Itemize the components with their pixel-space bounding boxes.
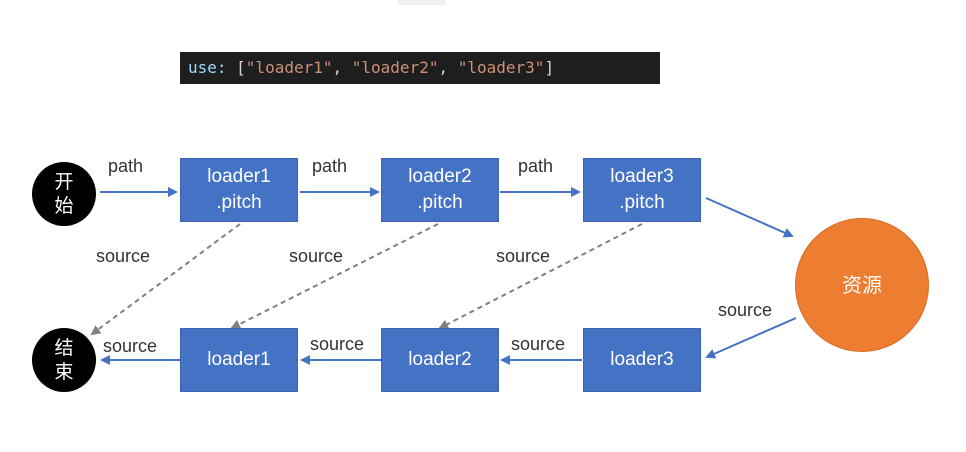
- loader2-pitch-box: loader2 .pitch: [381, 158, 499, 222]
- start-char-1: 开: [54, 171, 74, 193]
- loader2-pitch-name: loader2: [408, 166, 472, 187]
- arrow-resource-to-loader3: [705, 317, 797, 359]
- end-node: 结 束: [32, 328, 96, 392]
- source-label-bottom-1: source: [103, 336, 158, 356]
- loader3-name: loader3: [610, 349, 674, 370]
- arrow-pitch3-to-resource: [705, 197, 794, 238]
- resource-node: 资源: [795, 218, 929, 352]
- loader1-pitch-box: loader1 .pitch: [180, 158, 298, 222]
- top-strip: [0, 0, 460, 6]
- path-label-3: path: [518, 156, 554, 176]
- end-char-2: 束: [54, 361, 74, 383]
- path-label-1: path: [108, 156, 144, 176]
- source-label-bottom-2: source: [310, 334, 365, 354]
- source-label-dashed-3: source: [496, 246, 551, 266]
- source-label-dashed-2: source: [289, 246, 344, 266]
- loader2-box: loader2: [381, 328, 499, 392]
- code-item-2: "loader2": [351, 58, 439, 77]
- loader1-box: loader1: [180, 328, 298, 392]
- start-char-2: 始: [54, 195, 74, 217]
- loader3-pitch-name: loader3: [610, 166, 674, 187]
- loader3-pitch-box: loader3 .pitch: [583, 158, 701, 222]
- source-label-bottom-3: source: [511, 334, 566, 354]
- loader3-box: loader3: [583, 328, 701, 392]
- end-char-1: 结: [54, 337, 74, 359]
- dashed-pitch2-to-loader1: [230, 223, 439, 329]
- code-snippet: use: ["loader1", "loader2", "loader3"]: [180, 52, 660, 84]
- code-bracket-close: ]: [544, 58, 555, 77]
- resource-label: 资源: [842, 273, 882, 297]
- dashed-pitch3-to-loader2: [438, 223, 643, 329]
- loader1-pitch-suffix: .pitch: [216, 192, 262, 213]
- code-sep-2: ,: [438, 58, 458, 77]
- source-label-resource: source: [718, 300, 773, 320]
- code-item-1: "loader1": [245, 58, 333, 77]
- loader3-pitch-suffix: .pitch: [619, 192, 665, 213]
- dashed-pitch1-to-end: [90, 223, 241, 336]
- code-keyword: use:: [188, 58, 227, 77]
- inline-code-chip: [398, 0, 446, 5]
- loader1-pitch-name: loader1: [207, 166, 271, 187]
- loader1-name: loader1: [207, 349, 271, 370]
- path-label-2: path: [312, 156, 348, 176]
- source-label-dashed-1: source: [96, 246, 151, 266]
- loader2-name: loader2: [408, 349, 472, 370]
- code-bracket-open: [: [226, 58, 246, 77]
- loader2-pitch-suffix: .pitch: [417, 192, 463, 213]
- start-node: 开 始: [32, 162, 96, 226]
- code-sep-1: ,: [332, 58, 352, 77]
- code-item-3: "loader3": [457, 58, 545, 77]
